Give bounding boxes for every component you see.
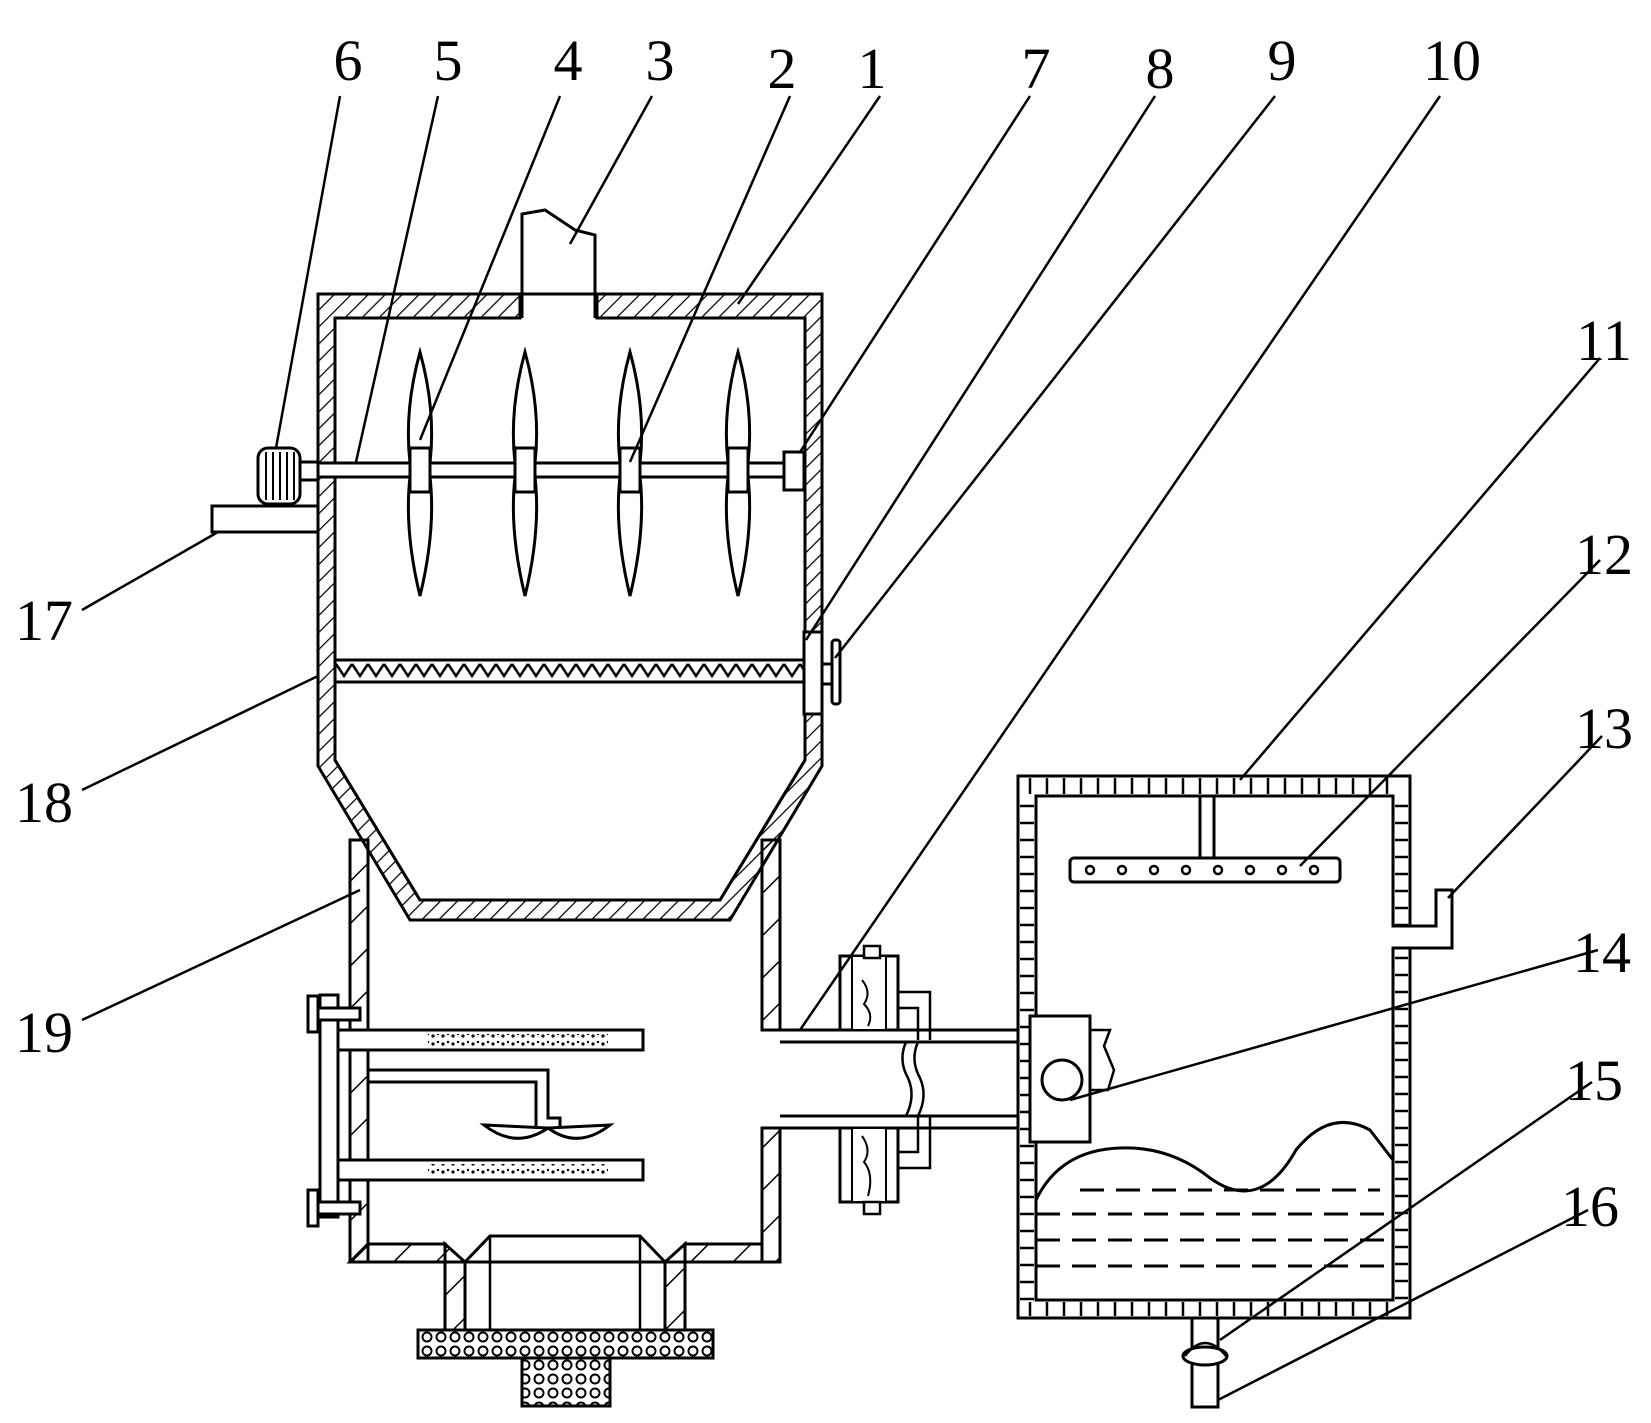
- label-13: 13: [1575, 696, 1633, 761]
- leader-10: [798, 95, 1442, 1031]
- leader-3: [568, 95, 654, 245]
- side-discharge-door: [802, 630, 842, 716]
- leader-12: [1299, 559, 1601, 867]
- liquid: [1034, 1121, 1395, 1268]
- label-19: 19: [15, 1000, 73, 1065]
- leader-4: [418, 95, 562, 441]
- spray-hole: [1180, 864, 1192, 876]
- leader-lines: [81, 95, 1603, 1402]
- blade-1: [406, 346, 434, 597]
- inlet-fitting: [1028, 1014, 1116, 1144]
- filter-plate: [333, 658, 807, 684]
- right-tank-wall-ticks: [1020, 778, 1408, 1316]
- spray-hole: [1276, 864, 1288, 876]
- spray-holes: [1084, 864, 1320, 876]
- label-2: 2: [768, 36, 797, 101]
- heating-assembly: [306, 993, 645, 1228]
- upper-tank: [316, 292, 824, 922]
- leader-15: [1219, 1080, 1593, 1342]
- label-10: 10: [1423, 28, 1481, 93]
- lower-chamber: [346, 838, 782, 1408]
- label-4: 4: [554, 28, 583, 93]
- leader-17: [81, 530, 219, 612]
- blade-2: [511, 346, 539, 597]
- feed-inlet: [520, 208, 597, 318]
- label-16: 16: [1561, 1174, 1619, 1239]
- label-8: 8: [1146, 36, 1175, 101]
- spray-hole: [1308, 864, 1320, 876]
- spray-hole: [1116, 864, 1128, 876]
- label-18: 18: [15, 770, 73, 835]
- blade-4: [724, 346, 752, 597]
- label-9: 9: [1268, 28, 1297, 93]
- label-11: 11: [1576, 308, 1632, 373]
- part-labels: 1 2 3 4 5 6 7 8 9 10 11 12 13 14 15 16 1…: [15, 28, 1633, 1239]
- drain-pipe: [1181, 1316, 1229, 1409]
- label-6: 6: [334, 28, 363, 93]
- label-1: 1: [858, 36, 887, 101]
- label-15: 15: [1565, 1048, 1623, 1113]
- leader-13: [1447, 735, 1603, 899]
- spray-hole: [1148, 864, 1160, 876]
- leader-19: [81, 888, 361, 1022]
- spray-hole: [1212, 864, 1224, 876]
- spray-pipe: [1068, 794, 1342, 884]
- connecting-pipe: [780, 944, 1030, 1216]
- leader-2: [628, 95, 792, 463]
- leader-1: [736, 95, 882, 305]
- motor: [256, 446, 320, 506]
- motor-mount: [210, 504, 320, 534]
- spray-hole: [1244, 864, 1256, 876]
- label-12: 12: [1575, 522, 1633, 587]
- leader-11: [1239, 357, 1601, 781]
- leader-5: [354, 95, 440, 463]
- leader-16: [1217, 1208, 1589, 1402]
- stirring-blades: [406, 346, 752, 597]
- spray-hole: [1084, 864, 1096, 876]
- leader-18: [81, 674, 319, 792]
- leader-9: [834, 95, 1276, 659]
- blade-3: [616, 346, 644, 597]
- leader-6: [274, 95, 342, 449]
- leader-7: [798, 95, 1032, 453]
- side-outlet: [1410, 888, 1454, 950]
- label-17: 17: [15, 588, 73, 653]
- label-14: 14: [1573, 920, 1631, 985]
- leader-8: [804, 95, 1157, 641]
- label-7: 7: [1022, 36, 1051, 101]
- leader-14: [1069, 948, 1599, 1102]
- label-3: 3: [646, 28, 675, 93]
- label-5: 5: [434, 28, 463, 93]
